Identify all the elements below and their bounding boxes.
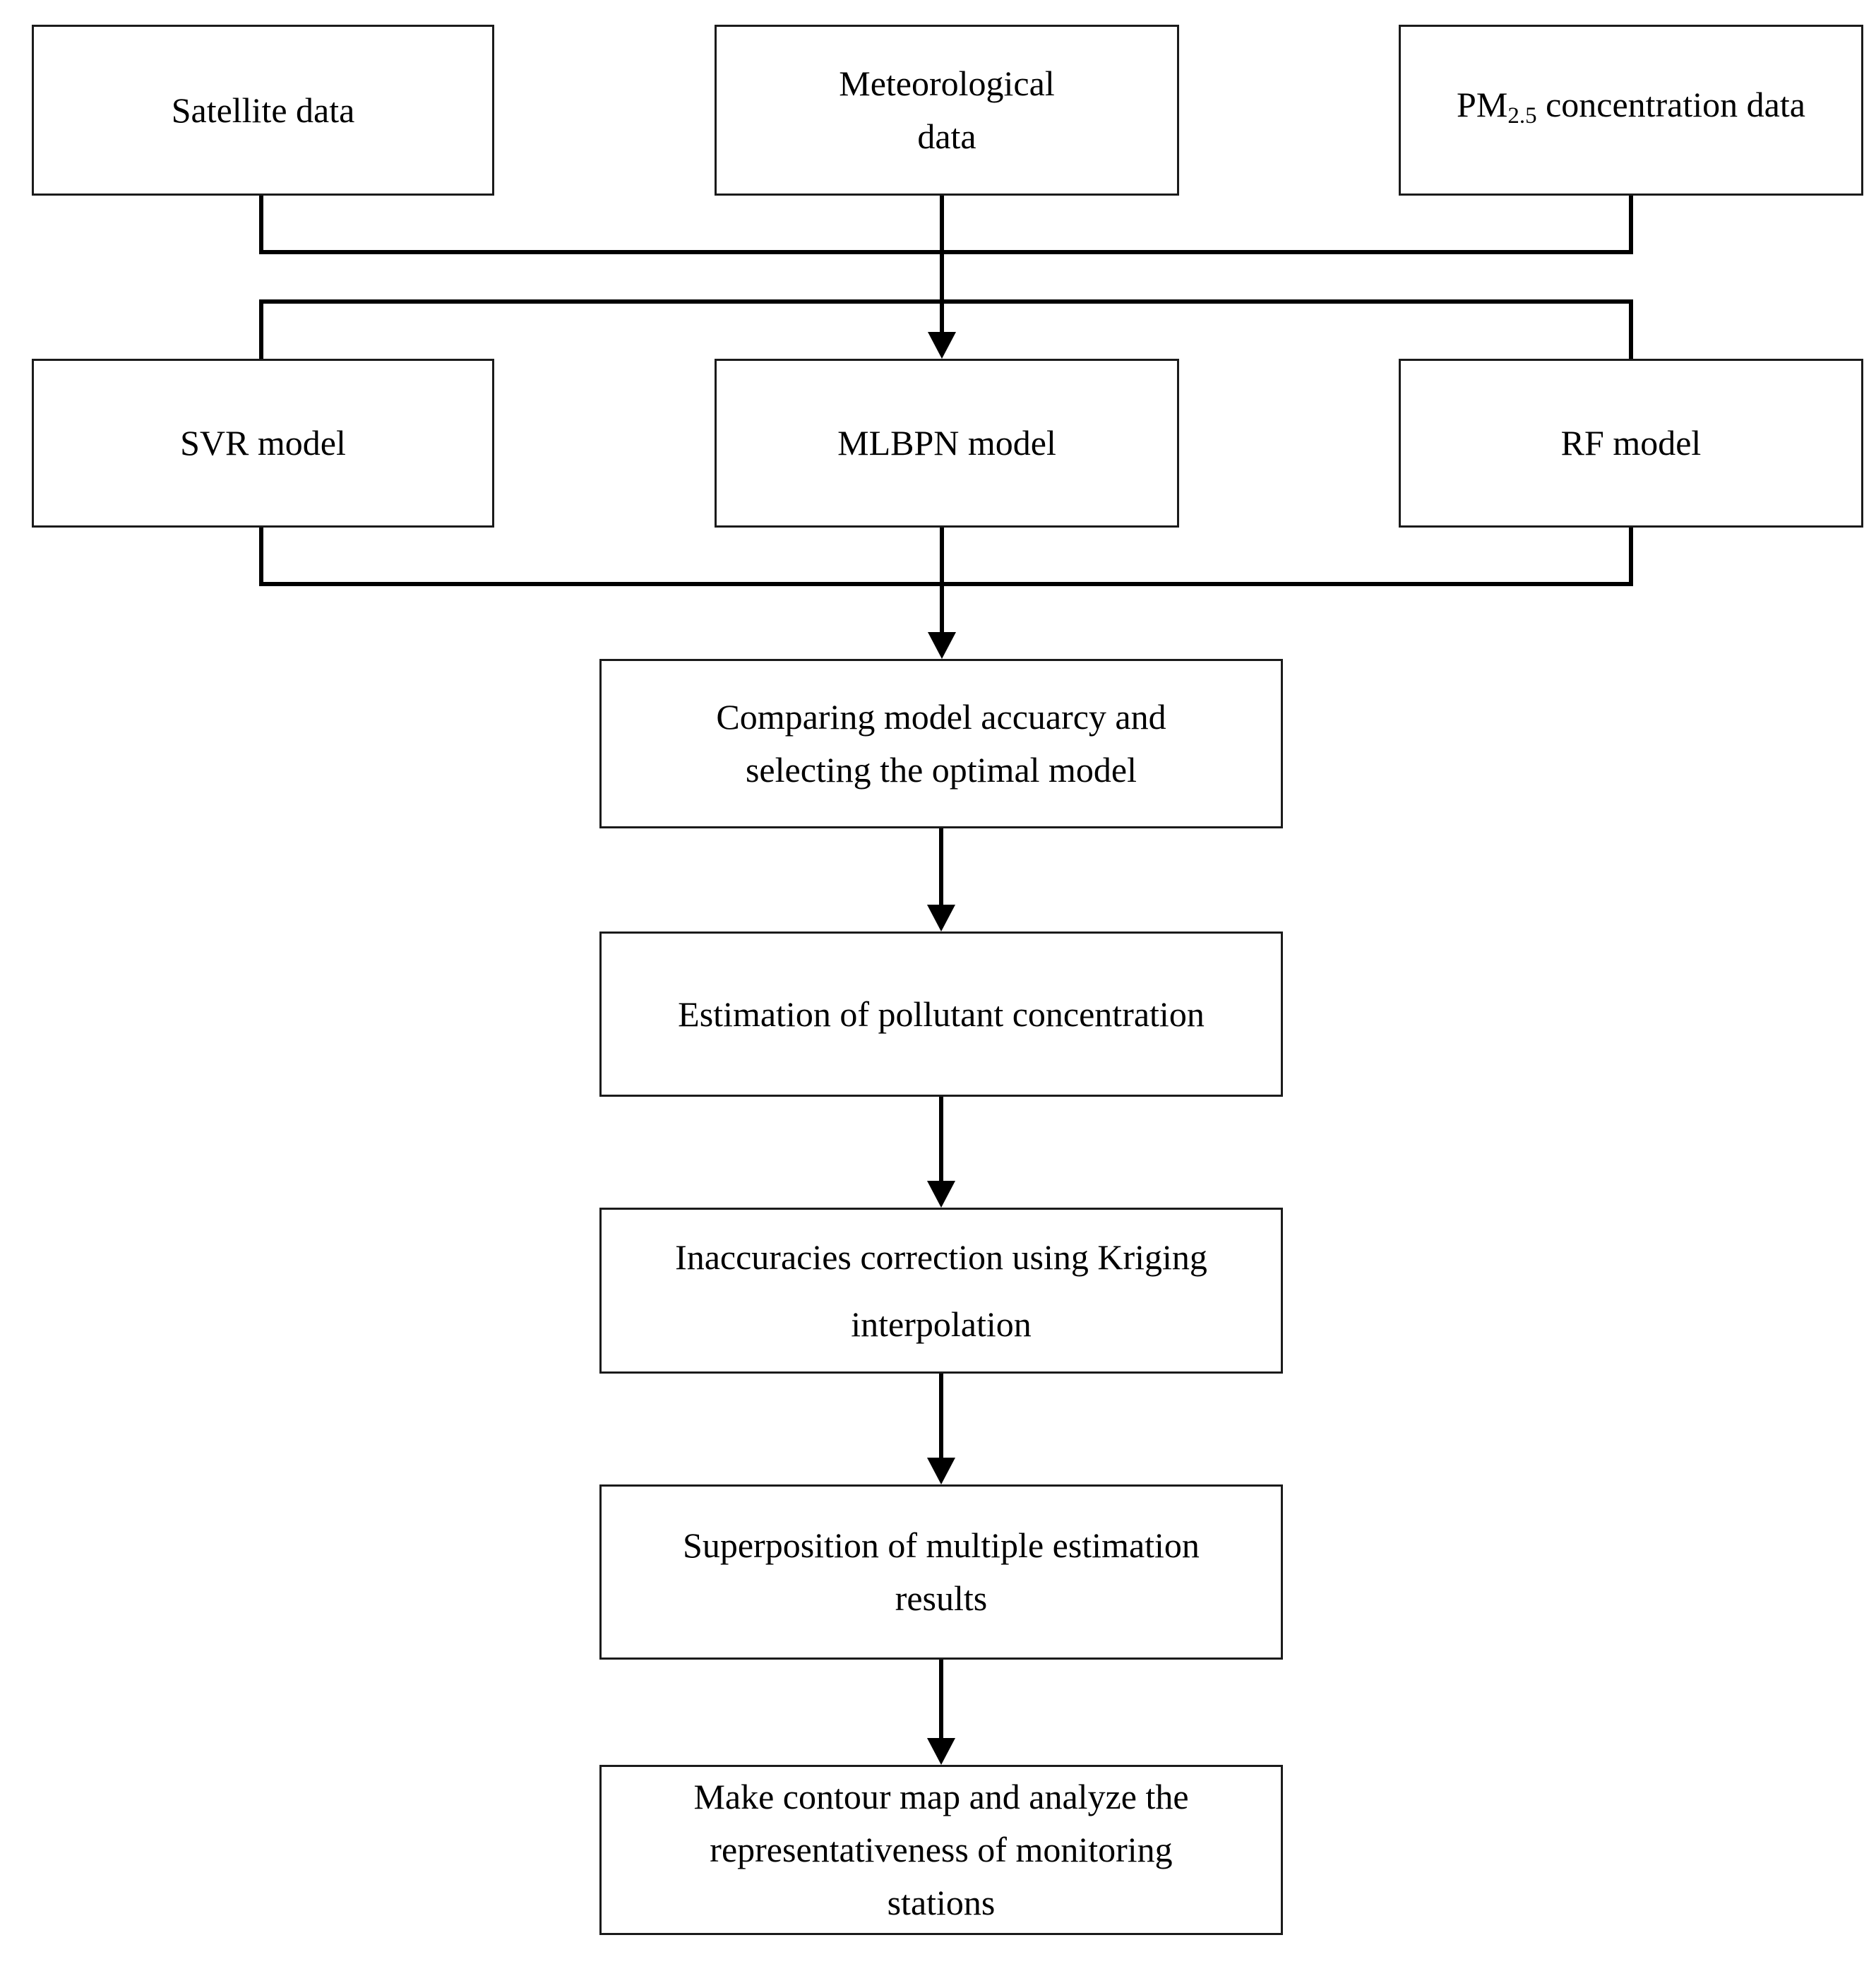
pm25-suffix: concentration data (1536, 84, 1805, 124)
connector-mlbpn-to-comparing (940, 528, 944, 632)
node-rf-model: RF model (1399, 359, 1863, 528)
pm25-subscript: 2.5 (1507, 102, 1537, 129)
connector-meteorological-to-mlbpn (940, 196, 944, 332)
node-satellite-data-label: Satellite data (171, 90, 355, 130)
arrowhead-into-estimation (927, 905, 955, 932)
connector-kriging-to-superposition (939, 1374, 943, 1458)
arrowhead-into-superposition (927, 1458, 955, 1484)
arrowhead-into-comparing (928, 632, 956, 659)
connector-satellite-down (259, 196, 263, 254)
node-comparing-model-accuracy-label: Comparing model accuarcy and selecting t… (716, 697, 1166, 790)
node-pm25-concentration-data: PM2.5 concentration data (1399, 25, 1863, 196)
connector-output-bus (259, 582, 1633, 586)
node-superposition-results: Superposition of multiple estimation res… (599, 1484, 1283, 1660)
node-superposition-results-label: Superposition of multiple estimation res… (683, 1525, 1200, 1618)
node-mlbpn-model: MLBPN model (715, 359, 1179, 528)
connector-rf-out (1629, 528, 1633, 586)
node-pm25-concentration-data-label: PM2.5 concentration data (1442, 78, 1820, 143)
connector-bus-to-rf (1629, 299, 1633, 360)
node-contour-map-analysis: Make contour map and analyze the represe… (599, 1765, 1283, 1935)
node-contour-map-analysis-label: Make contour map and analyze the represe… (693, 1777, 1189, 1922)
connector-pm25-down (1629, 196, 1633, 254)
connector-superposition-to-contour (939, 1660, 943, 1738)
pm25-prefix: PM (1457, 84, 1508, 124)
node-satellite-data: Satellite data (32, 25, 494, 196)
node-mlbpn-model-label: MLBPN model (837, 423, 1056, 463)
node-rf-model-label: RF model (1560, 423, 1702, 463)
arrowhead-into-kriging (927, 1181, 955, 1208)
node-svr-model-label: SVR model (180, 423, 346, 463)
connector-bus-to-svr (259, 299, 263, 360)
connector-estimation-to-kriging (939, 1097, 943, 1181)
node-svr-model: SVR model (32, 359, 494, 528)
connector-comparing-to-estimation (939, 828, 943, 905)
connector-svr-out (259, 528, 263, 586)
arrowhead-into-mlbpn (928, 332, 956, 359)
node-comparing-model-accuracy: Comparing model accuarcy and selecting t… (599, 659, 1283, 828)
node-meteorological-data-label: Meteorological data (839, 64, 1055, 156)
node-estimation-pollutant-concentration-label: Estimation of pollutant concentration (678, 994, 1205, 1034)
arrowhead-into-contour (927, 1738, 955, 1765)
connector-input-bus-2 (259, 299, 1633, 304)
connector-input-bus-1 (259, 250, 1633, 254)
node-kriging-correction-label: Inaccuracies correction using Kriging in… (675, 1237, 1207, 1344)
node-estimation-pollutant-concentration: Estimation of pollutant concentration (599, 932, 1283, 1097)
node-meteorological-data: Meteorological data (715, 25, 1179, 196)
node-kriging-correction: Inaccuracies correction using Kriging in… (599, 1208, 1283, 1374)
